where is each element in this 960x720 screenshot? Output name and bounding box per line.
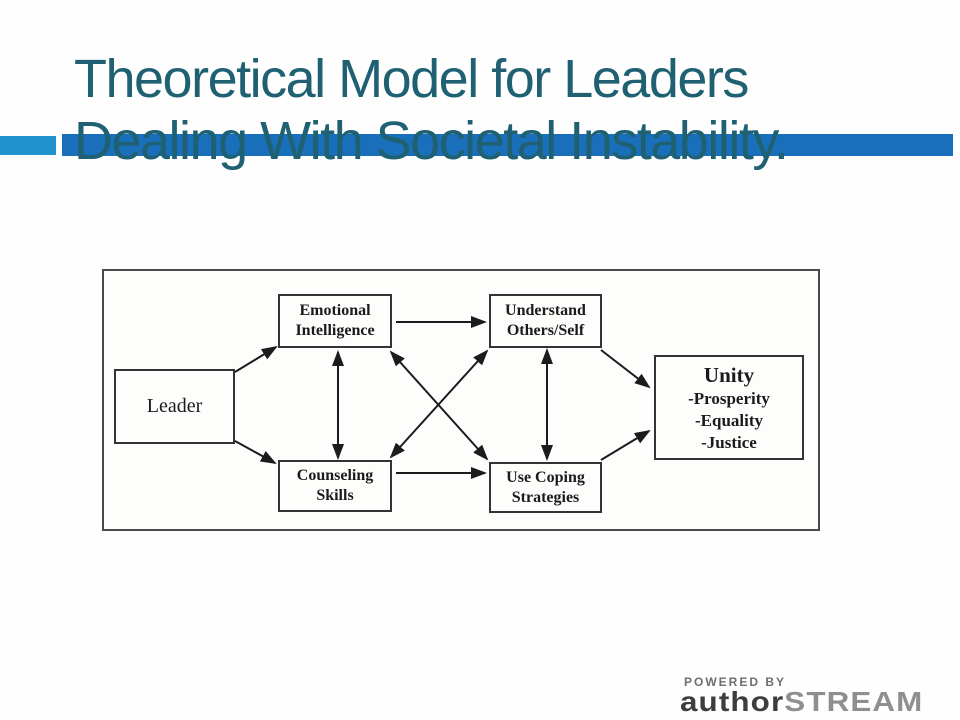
- node-cs-line2: Skills: [316, 487, 354, 504]
- node-uo-line1: Understand: [505, 302, 586, 319]
- node-leader: Leader: [114, 369, 235, 444]
- node-ei-line2: Intelligence: [295, 322, 375, 339]
- slide-title: Theoretical Model for Leaders Dealing Wi…: [74, 48, 874, 172]
- node-counseling-skills: Counseling Skills: [278, 460, 392, 512]
- node-leader-label: Leader: [146, 395, 203, 417]
- node-ucs-line2: Strategies: [511, 488, 580, 506]
- node-unity-bullet-3: -Justice: [701, 432, 757, 452]
- accent-bar-light: [0, 136, 56, 155]
- logo-stream-part: STREAM: [784, 686, 924, 717]
- authorstream-logo[interactable]: authorSTREAM: [680, 686, 923, 718]
- powered-by-label: POWERED BY: [684, 675, 787, 689]
- node-unity-bullet-1: -Prosperity: [688, 388, 770, 408]
- node-unity: Unity -Prosperity -Equality -Justice: [654, 355, 804, 460]
- node-understand-others-self: Understand Others/Self: [489, 294, 602, 348]
- node-unity-title: Unity: [703, 362, 755, 387]
- node-emotional-intelligence: Emotional Intelligence: [278, 294, 392, 348]
- slide-title-line2: Dealing With Societal Instability.: [74, 111, 789, 172]
- node-unity-bullet-2: -Equality: [694, 410, 764, 430]
- accent-bar-dark: [62, 134, 953, 156]
- slide-title-line1: Theoretical Model for Leaders: [74, 49, 749, 110]
- node-ei-line1: Emotional: [299, 302, 371, 319]
- logo-author-part: author: [680, 686, 785, 717]
- node-ucs-line1: Use Coping: [506, 468, 585, 486]
- node-use-coping-strategies: Use Coping Strategies: [489, 462, 602, 513]
- node-cs-line1: Counseling: [296, 467, 374, 484]
- node-uo-line2: Others/Self: [506, 322, 585, 339]
